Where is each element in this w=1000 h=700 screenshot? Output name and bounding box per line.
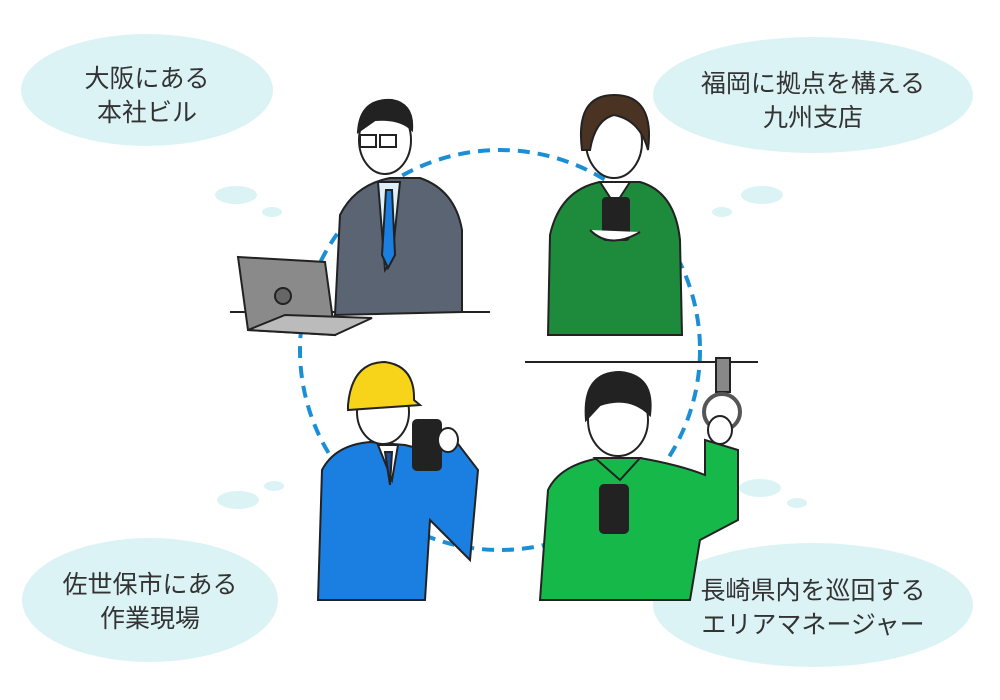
bubble-osaka	[21, 34, 273, 146]
label-line: 長崎県内を巡回する	[700, 576, 926, 605]
bubble-dot	[739, 479, 781, 497]
branch-worker-figure	[546, 93, 684, 336]
bubble-nagasaki	[653, 543, 973, 667]
label-line: 福岡に拠点を構える	[700, 69, 926, 98]
bubble-label-fukuoka: 福岡に拠点を構える 九州支店	[683, 67, 943, 135]
connection-circle	[298, 148, 702, 552]
office-worker-figure	[230, 98, 490, 337]
bubble-dot	[264, 481, 284, 491]
bubble-fukuoka	[653, 37, 973, 153]
label-line: 大阪にある	[84, 64, 210, 93]
label-line: 作業現場	[99, 604, 200, 633]
label-line: 九州支店	[762, 103, 863, 132]
label-line: エリアマネージャー	[701, 610, 925, 639]
label-line: 佐世保市にある	[62, 570, 238, 599]
bubble-dot	[787, 498, 807, 508]
bubble-dot	[217, 491, 259, 509]
bubble-label-osaka: 大阪にある 本社ビル	[17, 62, 277, 130]
bubble-sasebo	[22, 538, 278, 662]
bubble-dot	[741, 186, 783, 204]
bubble-label-nagasaki: 長崎県内を巡回する エリアマネージャー	[683, 574, 943, 642]
label-line: 本社ビル	[96, 98, 197, 127]
site-worker-figure	[316, 360, 480, 601]
bubble-dot	[712, 207, 732, 217]
area-manager-figure	[525, 357, 758, 601]
bubble-dot	[215, 186, 257, 204]
bubble-label-sasebo: 佐世保市にある 作業現場	[20, 568, 280, 636]
bubble-dot	[262, 207, 282, 217]
